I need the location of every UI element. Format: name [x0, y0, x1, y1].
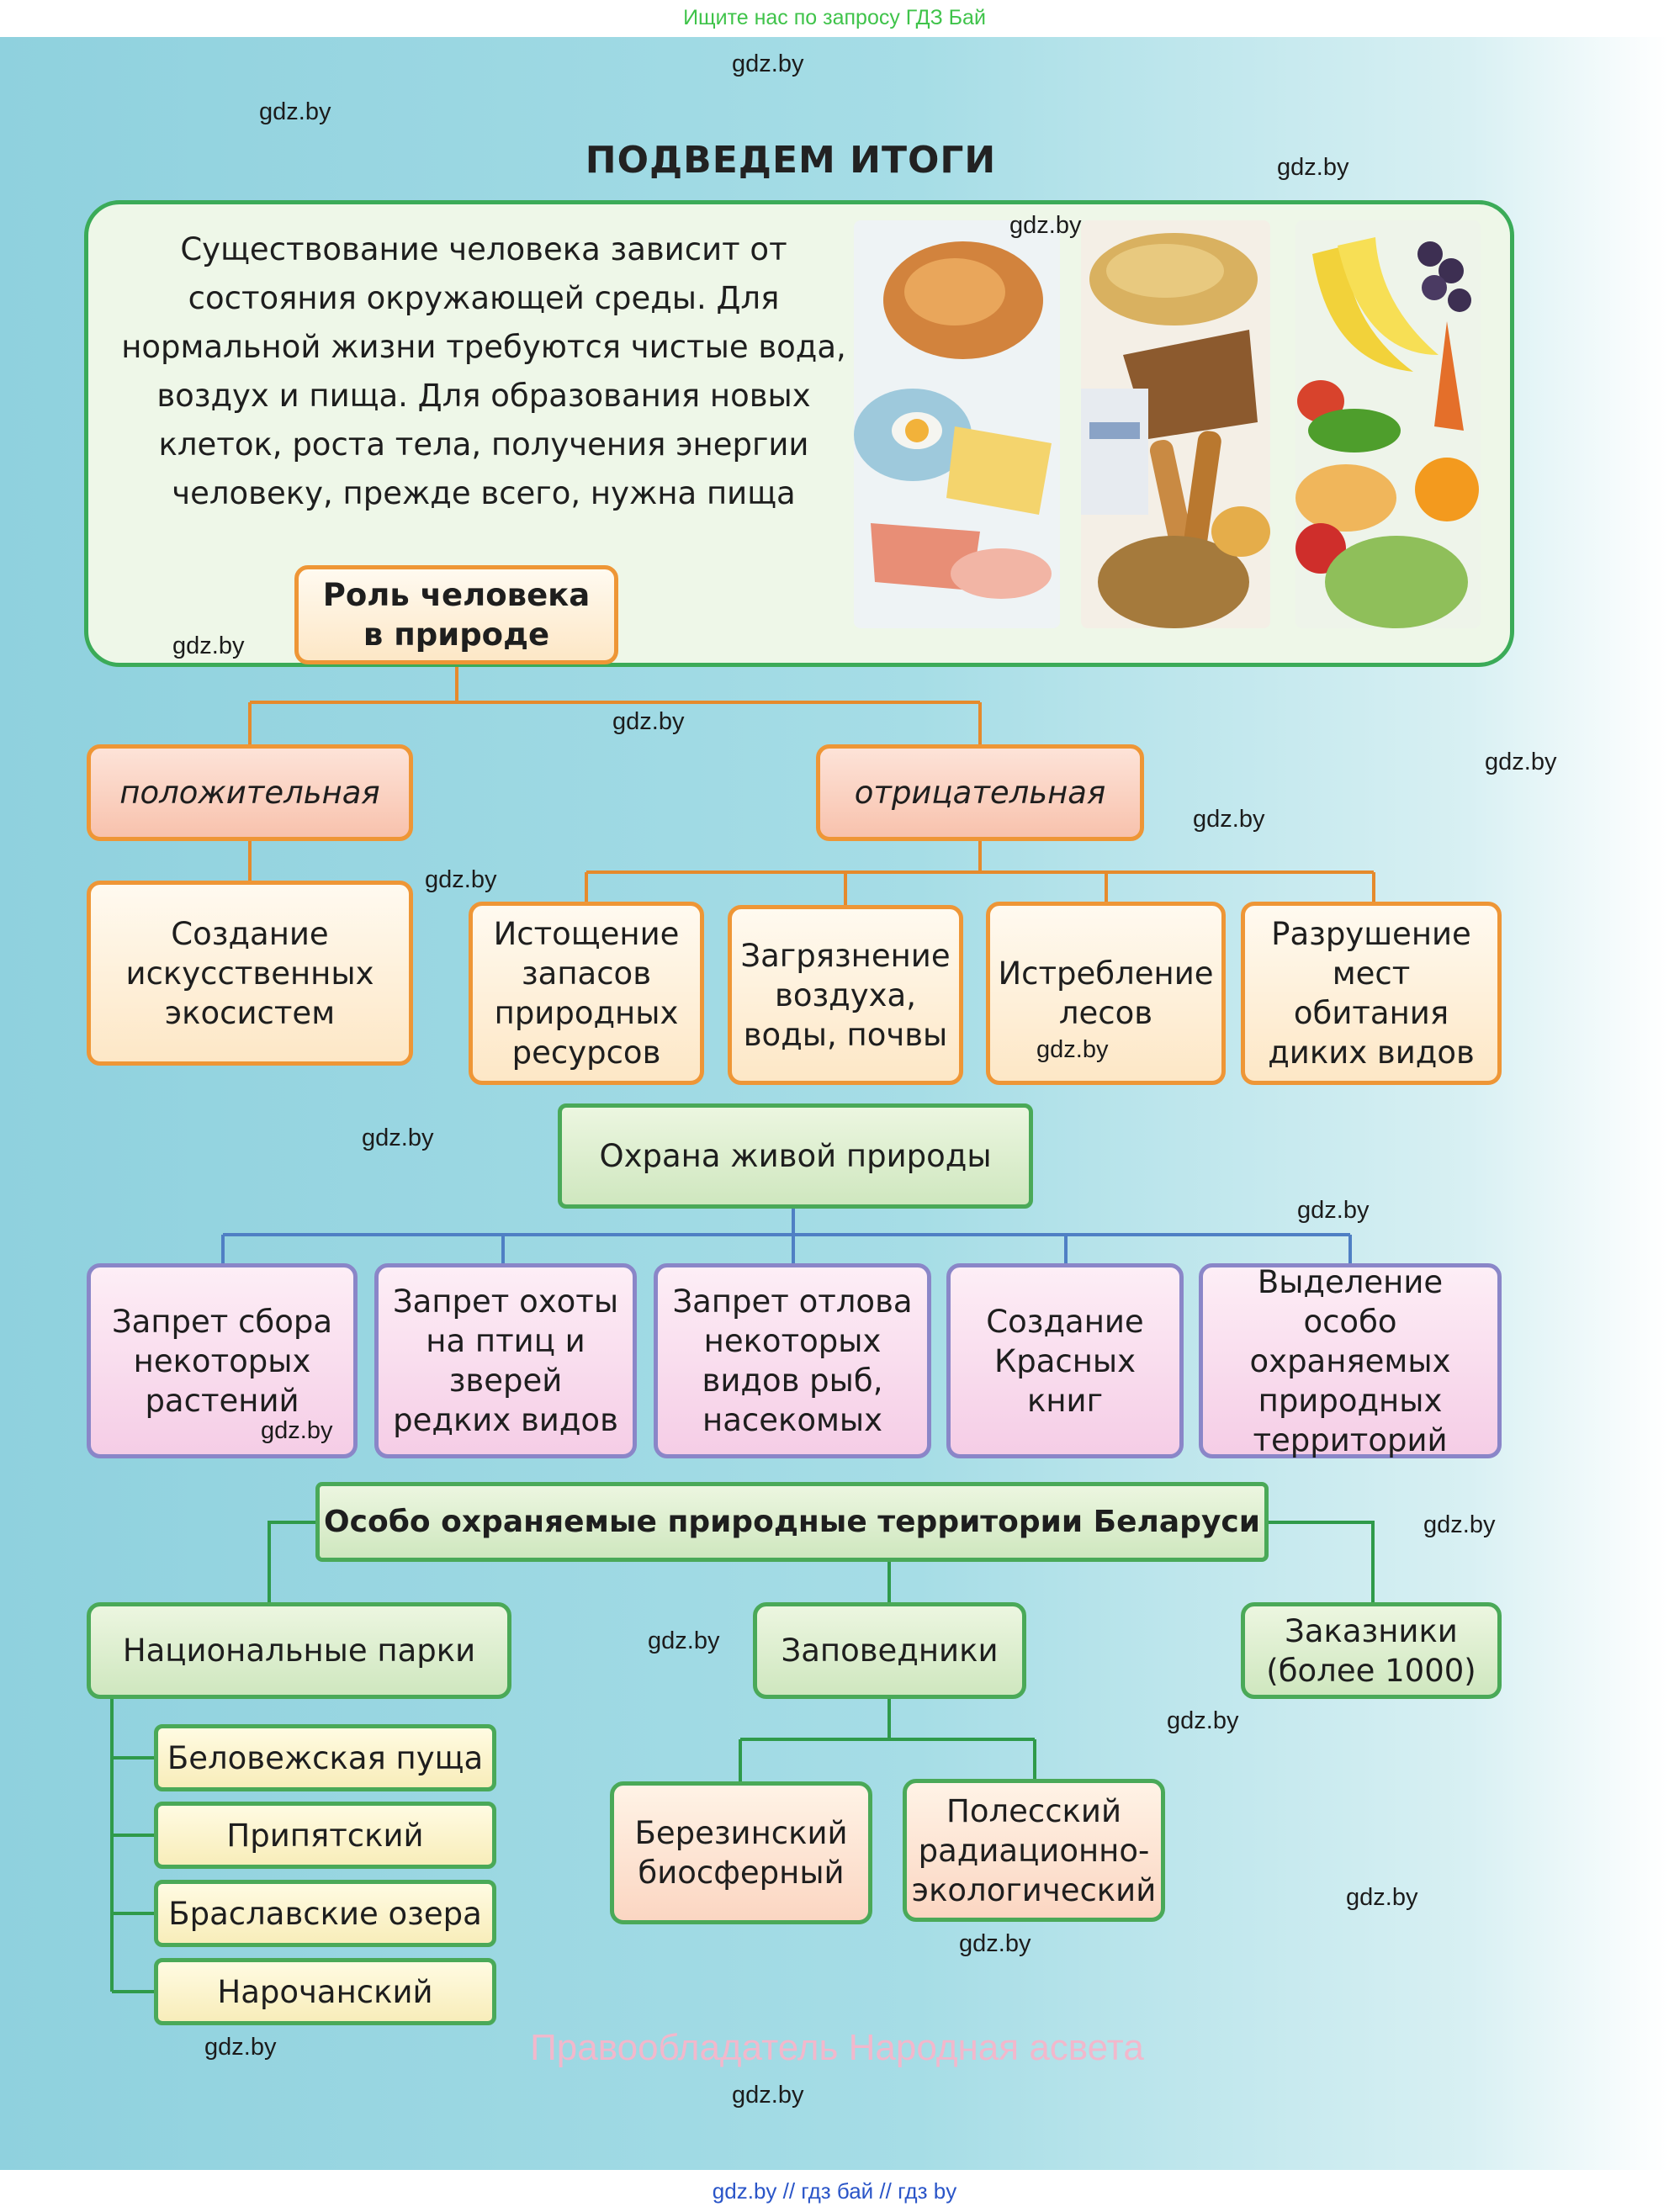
role-connectors: [248, 664, 1375, 905]
watermark: gdz.by: [1167, 1707, 1239, 1734]
national-park-item: Беловежская пуща: [154, 1724, 496, 1791]
reserves-box: Заповедники: [753, 1602, 1026, 1699]
negative-role-box: отрицательная: [816, 744, 1144, 841]
negative-item: Истребление лесов: [986, 902, 1226, 1085]
intro-text: Существование человека зависит от состоя…: [121, 231, 846, 511]
territories-box: Особо охраняемые природные территории Бе…: [315, 1482, 1269, 1562]
sanctuaries-box: Заказники (более 1000): [1241, 1602, 1502, 1699]
protection-box: Охрана живой природы: [558, 1103, 1033, 1209]
watermark: gdz.by: [1485, 749, 1557, 775]
watermark: gdz.by: [204, 2034, 277, 2061]
positive-item: Создание искусственных экосистем: [87, 881, 413, 1066]
watermark: gdz.by: [1036, 1036, 1109, 1063]
footer-links[interactable]: gdz.by // гдз бай // гдз by: [712, 2178, 957, 2204]
watermark: gdz.by: [172, 632, 245, 659]
watermark: gdz.by: [1193, 806, 1265, 833]
protection-item: Создание Красных книг: [946, 1263, 1184, 1458]
watermark: gdz.by: [261, 1417, 333, 1444]
watermark: gdz.by: [425, 866, 497, 893]
national-parks-box: Национальные парки: [87, 1602, 511, 1699]
protection-item: Запрет охоты на птиц и зверей редких вид…: [374, 1263, 637, 1458]
protection-item: Запрет сбора некоторых растений: [87, 1263, 358, 1458]
watermark: gdz.by: [612, 708, 685, 735]
watermark: gdz.by: [1009, 212, 1082, 239]
national-park-item: Браславские озера: [154, 1880, 496, 1947]
watermark: gdz.by: [959, 1930, 1031, 1957]
page-title: ПОДВЕДЕМ ИТОГИ: [585, 139, 997, 182]
bottom-banner: gdz.by // гдз бай // гдз by: [0, 2170, 1669, 2212]
negative-item: Истощение запасов природных ресурсов: [469, 902, 704, 1085]
positive-role-box: положительная: [87, 744, 413, 841]
watermark: gdz.by: [1346, 1884, 1418, 1911]
top-banner: Ищите нас по запросу ГДЗ Бай: [0, 0, 1669, 35]
negative-item: Загрязнение воздуха, воды, почвы: [728, 905, 963, 1085]
food-photo-fruits: [1295, 220, 1481, 628]
protection-item: Запрет отлова некоторых видов рыб, насек…: [654, 1263, 931, 1458]
food-photo-protein: [854, 220, 1060, 628]
territory-connectors: [110, 1521, 1375, 1993]
national-park-item: Припятский: [154, 1802, 496, 1869]
watermark: gdz.by: [362, 1125, 434, 1151]
watermark: gdz.by: [732, 2082, 804, 2109]
watermark: gdz.by: [648, 1627, 720, 1654]
watermark: gdz.by: [732, 50, 804, 77]
food-photo-grains: [1081, 220, 1270, 628]
protection-connectors: [221, 1209, 1352, 1263]
watermark: gdz.by: [259, 98, 331, 125]
reserve-item: Березинский биосферный: [610, 1781, 872, 1924]
national-park-item: Нарочанский: [154, 1958, 496, 2025]
role-box: Роль человека в природе: [294, 565, 618, 664]
watermark: gdz.by: [1277, 154, 1349, 181]
search-hint[interactable]: Ищите нас по запросу ГДЗ Бай: [683, 6, 986, 29]
copyright-note: Правообладатель Народная асвета: [530, 2027, 1144, 2068]
protection-item: Выделение особо охраняемых природных тер…: [1199, 1263, 1502, 1458]
watermark: gdz.by: [1297, 1197, 1370, 1224]
watermark: gdz.by: [1423, 1511, 1496, 1538]
negative-item: Разрушение мест обитания диких видов: [1241, 902, 1502, 1085]
reserve-item: Полесский радиационно-экологический: [903, 1779, 1165, 1922]
